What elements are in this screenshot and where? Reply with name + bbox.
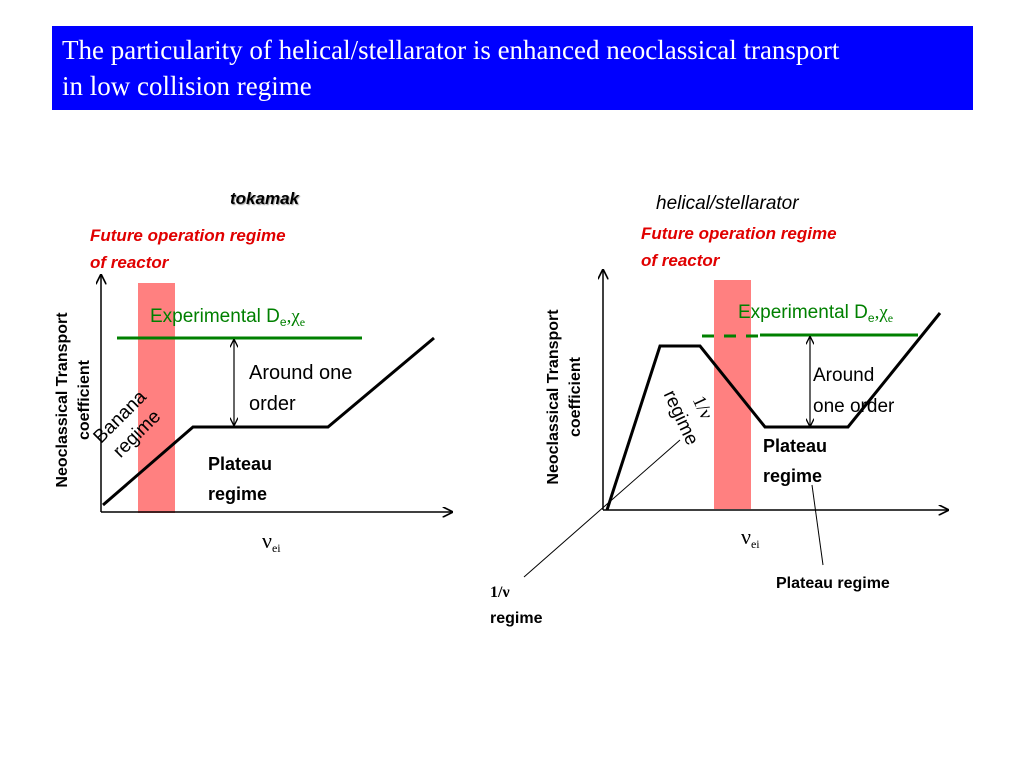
- right-future-label-line-1: Future operation regime: [641, 224, 837, 243]
- left-x-nu: ν: [262, 528, 272, 553]
- left-plateau-line-1: Plateau: [208, 454, 273, 474]
- left-x-sub: ei: [271, 541, 281, 555]
- left-exp-sub-1: e: [279, 315, 287, 329]
- right-future-label-line-2: of reactor: [641, 251, 720, 270]
- left-plateau-label: Plateau regime: [208, 449, 272, 509]
- slide-title: The particularity of helical/stellarator…: [52, 26, 973, 110]
- right-inv-nu-callout-line-2: regime: [490, 610, 543, 627]
- right-around-line-1: Around: [813, 365, 875, 386]
- slide-title-line-1: The particularity of helical/stellarator…: [62, 35, 840, 65]
- left-plateau-line-2: regime: [208, 484, 268, 504]
- left-future-label-line-1: Future operation regime: [90, 226, 286, 245]
- right-around-line-2: one order: [813, 396, 895, 417]
- left-x-axis-label: νei: [262, 528, 281, 555]
- left-y-axis-label-line-1: Neoclassical Transport: [54, 312, 71, 488]
- right-around-one-order: Around one order: [813, 360, 894, 422]
- right-plateau-label: Plateau regime: [763, 431, 827, 491]
- right-plateau-line-1: Plateau: [763, 436, 828, 456]
- left-header-tokamak: tokamak: [230, 189, 299, 208]
- slide-title-line-2: in low collision regime: [62, 71, 312, 101]
- right-exp-chi: ,χ: [874, 302, 888, 323]
- right-x-axis-label: νei: [741, 524, 760, 551]
- right-exp-sub-2: e: [887, 311, 894, 325]
- right-y-axis-label-line-1: Neoclassical Transport: [545, 309, 562, 485]
- left-exp-chi: ,χ: [286, 306, 300, 327]
- right-x-nu: ν: [741, 524, 751, 549]
- right-header-helical: helical/stellarator: [656, 193, 799, 214]
- right-exp-text: Experimental D: [738, 302, 868, 323]
- left-y-axis-label-line-2: coefficient: [76, 360, 93, 441]
- left-future-label-line-2: of reactor: [90, 253, 169, 272]
- left-around-one-order: Around one order: [249, 358, 352, 420]
- left-transport-curve: [102, 336, 435, 507]
- left-future-label: Future operation regime of reactor: [90, 222, 286, 276]
- right-y-axis-label-line-2: coefficient: [567, 357, 584, 438]
- right-inv-nu-callout-line-1: 1/ν: [490, 584, 510, 601]
- right-y-axis-label: Neoclassical Transport coefficient: [543, 277, 587, 517]
- right-plateau-leader: [811, 484, 824, 566]
- left-around-line-2: order: [249, 393, 296, 415]
- right-x-sub: ei: [750, 537, 760, 551]
- right-experimental-label: Experimental De,χe: [738, 302, 894, 325]
- right-future-band: [714, 280, 751, 509]
- left-around-line-1: Around one: [249, 362, 353, 384]
- left-exp-text: Experimental D: [150, 306, 280, 327]
- right-future-label: Future operation regime of reactor: [641, 220, 837, 274]
- right-inv-nu-leader: [523, 439, 681, 578]
- left-exp-sub-2: e: [299, 315, 306, 329]
- right-plateau-line-2: regime: [763, 466, 823, 486]
- left-future-band: [138, 283, 175, 513]
- right-transport-curve: [605, 312, 942, 511]
- right-plateau-callout: Plateau regime: [776, 575, 890, 592]
- left-y-axis-label: Neoclassical Transport coefficient: [52, 280, 96, 520]
- right-exp-sub-1: e: [867, 311, 875, 325]
- left-experimental-label: Experimental De,χe: [150, 306, 306, 329]
- right-inv-nu-callout: 1/ν regime: [490, 580, 542, 632]
